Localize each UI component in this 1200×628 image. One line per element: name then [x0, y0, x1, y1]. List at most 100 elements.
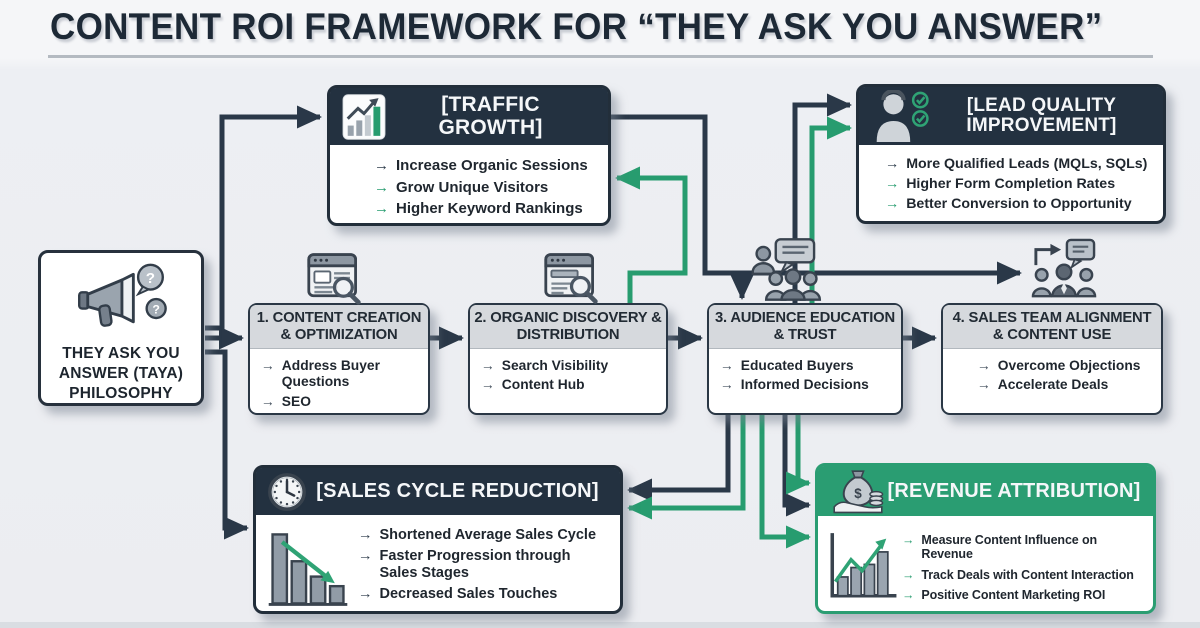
stage-item: → Informed Decisions — [720, 377, 897, 393]
metric-item-label: Increase Organic Sessions — [396, 157, 588, 174]
lead-quality-header: [LEAD QUALITY IMPROVEMENT] — [859, 87, 1163, 145]
metric-item: → Positive Content Marketing ROI — [902, 588, 1151, 603]
metric-item-label: Faster Progression through Sales Stages — [379, 548, 571, 582]
stage-item-label: Educated Buyers — [740, 358, 854, 374]
metric-item-label: Measure Content Influence on Revenue — [921, 532, 1098, 562]
arrow-icon: → — [720, 358, 734, 374]
stage-item-label: Accelerate Deals — [997, 377, 1109, 393]
stage-item: →Accelerate Deals — [977, 377, 1157, 393]
revenue-attribution-body: → Measure Content Influence on Revenue → T… — [818, 516, 1153, 615]
arrow-icon: → — [374, 178, 389, 196]
audience-chat-icon — [751, 238, 822, 301]
metric-item: → Grow Unique Visitors — [374, 179, 602, 197]
stage-item: → Address Buyer Questions — [261, 358, 424, 391]
arrow-icon: → — [977, 358, 991, 374]
arrow-icon: → — [902, 587, 915, 602]
revenue-list: → Measure Content Influence on Revenue → T… — [902, 522, 1151, 615]
money-bag-hand-icon: $ — [833, 470, 884, 514]
arrow-icon: → — [885, 175, 900, 192]
arrow-icon: → — [261, 358, 275, 374]
metric-item: → Measure Content Influence on Revenue — [902, 533, 1151, 563]
revenue-icon-col — [826, 522, 902, 615]
revenue-attribution-box: $ [REVENUE ATTRIBUTION] — [815, 463, 1156, 614]
arrow-icon: → — [261, 393, 275, 409]
metric-item-label: Shortened Average Sales Cycle — [379, 527, 597, 543]
metric-item-label: Better Conversion to Opportunity — [906, 196, 1132, 212]
stage-item: → Search Visibility — [481, 358, 662, 374]
metric-item-label: More Qualified Leads (MQLs, SQLs) — [906, 155, 1148, 172]
metric-item-label: Higher Form Completion Rates — [906, 175, 1116, 192]
title-divider — [48, 55, 1153, 58]
declining-bars-icon — [268, 533, 348, 606]
metric-item: →Higher Keyword Rankings — [374, 200, 602, 218]
metric-item: → Better Conversion to Opportunity — [885, 196, 1159, 213]
stage-title: 4. SALES TEAM ALIGNMENT & CONTENT USE — [943, 305, 1161, 350]
sales-cycle-body: → Shortened Average Sales Cycle → Faster P… — [256, 515, 620, 618]
metric-item: → Increase Organic Sessions — [374, 157, 602, 175]
svg-text:$: $ — [854, 486, 862, 501]
stage-list: → Address Buyer Questions → SEO — [250, 349, 428, 415]
megaphone-questions-icon: ? ? — [78, 263, 167, 327]
stage-item-label: SEO — [281, 393, 311, 409]
stage-sales-alignment-box: 4. SALES TEAM ALIGNMENT & CONTENT USE →O… — [941, 303, 1163, 415]
arrow-icon: → — [885, 196, 900, 212]
traffic-growth-list: → Increase Organic Sessions → Grow Unique … — [330, 145, 608, 218]
metric-item: → Decreased Sales Touches — [358, 586, 616, 603]
traffic-growth-box: [TRAFFIC GROWTH] → Increase Organic Sessi… — [327, 85, 611, 226]
metric-item: → Track Deals with Content Interaction — [902, 568, 1151, 583]
stage-title: 3. AUDIENCE EDUCATION & TRUST — [709, 305, 901, 350]
arrow-icon: → — [374, 200, 389, 218]
arrow-icon: → — [358, 586, 373, 603]
sales-cycle-header: [SALES CYCLE REDUCTION] — [256, 468, 620, 515]
stage-item: →Overcome Objections — [977, 358, 1157, 374]
stage-item-label: Informed Decisions — [740, 377, 869, 393]
arrow-icon: → — [374, 157, 389, 174]
sales-cycle-title: [SALES CYCLE REDUCTION] — [316, 480, 599, 502]
metric-item-label: Positive Content Marketing ROI — [921, 587, 1106, 602]
stage-item: → Educated Buyers — [720, 358, 897, 374]
webpage-search-icon — [544, 253, 598, 304]
arrow-icon: → — [358, 527, 373, 543]
rising-bars-icon — [830, 533, 897, 598]
arrow-icon: → — [481, 358, 495, 374]
lead-quality-box: [LEAD QUALITY IMPROVEMENT] → More Qualifi… — [856, 84, 1166, 224]
sales-cycle-list: → Shortened Average Sales Cycle → Faster P… — [358, 521, 616, 618]
stage-list: → Educated Buyers → Informed Decisions — [709, 349, 901, 399]
sales-team-chat-icon — [1031, 238, 1097, 298]
lead-quality-list: → More Qualified Leads (MQLs, SQLs) → High… — [859, 145, 1163, 213]
stage-title: 2. ORGANIC DISCOVERY & DISTRIBUTION — [470, 305, 666, 350]
metric-item: → Faster Progression through Sales Stages — [358, 548, 616, 582]
metric-item-label: Track Deals with Content Interaction — [921, 567, 1134, 582]
bottom-edge — [0, 622, 1200, 628]
stage-item: → SEO — [261, 394, 424, 410]
arrow-icon: → — [358, 548, 373, 565]
sales-cycle-box: [SALES CYCLE REDUCTION] →Shortened A — [253, 465, 623, 614]
arrow-icon: → — [902, 532, 915, 547]
stage-title: 1. CONTENT CREATION & OPTIMIZATION — [250, 305, 428, 350]
arrow-icon: → — [720, 377, 734, 393]
traffic-growth-header: [TRAFFIC GROWTH] — [330, 88, 608, 145]
svg-text:?: ? — [152, 302, 160, 316]
stage-item-label: Address Buyer Questions — [281, 358, 380, 390]
webpage-search-icon — [307, 253, 361, 305]
arrow-icon: → — [902, 567, 915, 582]
stage-item-label: Search Visibility — [501, 358, 609, 374]
traffic-growth-title: [TRAFFIC GROWTH] — [438, 93, 543, 139]
stage-list: →Overcome Objections →Accelerate Deals — [943, 349, 1161, 399]
stage-audience-education-box: 3. AUDIENCE EDUCATION & TRUST → Educated … — [707, 303, 903, 415]
metric-item: → Higher Form Completion Rates — [885, 176, 1159, 193]
stage-item-label: Content Hub — [501, 377, 585, 393]
clock-icon — [268, 472, 306, 511]
metric-item: → Shortened Average Sales Cycle — [358, 527, 616, 544]
lead-quality-title: [LEAD QUALITY IMPROVEMENT] — [966, 95, 1117, 136]
metric-item-label: Grow Unique Visitors — [396, 178, 549, 196]
arrow-icon: → — [481, 377, 495, 393]
stage-content-creation-box: 1. CONTENT CREATION & OPTIMIZATION → Addr… — [248, 303, 430, 415]
taya-philosophy-box: ? ? THEY ASK YOU ANSWER (TAYA) PHILOSOPH… — [38, 250, 204, 406]
metric-item-label: Decreased Sales Touches — [379, 586, 558, 603]
arrow-icon: → — [885, 155, 900, 172]
person-checkmarks-icon — [876, 90, 929, 142]
svg-text:?: ? — [146, 270, 155, 287]
